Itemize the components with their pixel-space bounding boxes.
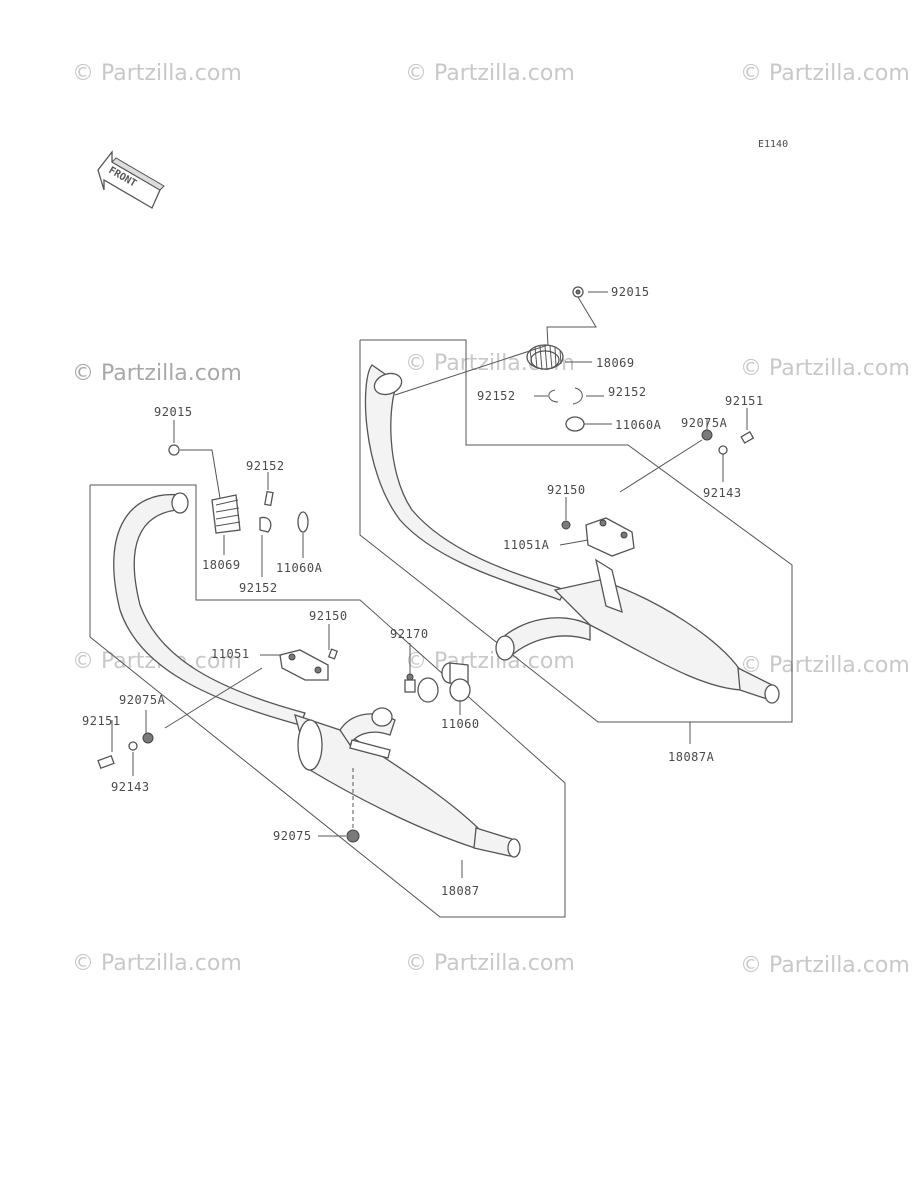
watermark: © Partzilla.com bbox=[740, 953, 910, 978]
label-18069-top: 18069 bbox=[596, 356, 635, 370]
label-92150-left: 92150 bbox=[309, 609, 348, 623]
diagram-ref: E1140 bbox=[758, 139, 788, 150]
label-18069-left: 18069 bbox=[202, 558, 241, 572]
watermark: © Partzilla.com bbox=[72, 361, 242, 386]
part-labels: 92015 18069 92152 92152 11060A 92075A 92… bbox=[82, 285, 764, 898]
label-92152-top-left: 92152 bbox=[477, 389, 516, 403]
label-92075: 92075 bbox=[273, 829, 312, 843]
right-muffler-assembly bbox=[359, 286, 793, 723]
label-92015-left: 92015 bbox=[154, 405, 193, 419]
watermark: © Partzilla.com bbox=[405, 649, 575, 674]
label-92075A-top: 92075A bbox=[681, 416, 728, 430]
label-18087: 18087 bbox=[441, 884, 480, 898]
label-92151-top: 92151 bbox=[725, 394, 764, 408]
label-92075A-left: 92075A bbox=[119, 693, 166, 707]
label-92143-left: 92143 bbox=[111, 780, 150, 794]
label-11060A-top: 11060A bbox=[615, 418, 662, 432]
label-11051A: 11051A bbox=[503, 538, 550, 552]
watermark: © Partzilla.com bbox=[405, 61, 575, 86]
left-muffler-assembly bbox=[89, 444, 566, 918]
label-92151-left: 92151 bbox=[82, 714, 121, 728]
label-11051: 11051 bbox=[211, 647, 250, 661]
label-92152-left-top: 92152 bbox=[246, 459, 285, 473]
label-92152-left-bottom: 92152 bbox=[239, 581, 278, 595]
watermark: © Partzilla.com bbox=[740, 653, 910, 678]
right-leaders bbox=[394, 291, 748, 744]
watermark: © Partzilla.com bbox=[72, 951, 242, 976]
watermark: © Partzilla.com bbox=[740, 356, 910, 381]
front-arrow-icon: FRONT bbox=[97, 150, 165, 209]
label-92170: 92170 bbox=[390, 627, 429, 641]
watermark: © Partzilla.com bbox=[72, 61, 242, 86]
watermark: © Partzilla.com bbox=[405, 951, 575, 976]
left-leaders bbox=[111, 420, 463, 878]
label-92015-top: 92015 bbox=[611, 285, 650, 299]
label-11060: 11060 bbox=[441, 717, 480, 731]
label-11060A-left: 11060A bbox=[276, 561, 323, 575]
label-92150-top: 92150 bbox=[547, 483, 586, 497]
watermark: © Partzilla.com bbox=[740, 61, 910, 86]
label-18087A: 18087A bbox=[668, 750, 715, 764]
label-92143-top: 92143 bbox=[703, 486, 742, 500]
label-92152-top-right: 92152 bbox=[608, 385, 647, 399]
